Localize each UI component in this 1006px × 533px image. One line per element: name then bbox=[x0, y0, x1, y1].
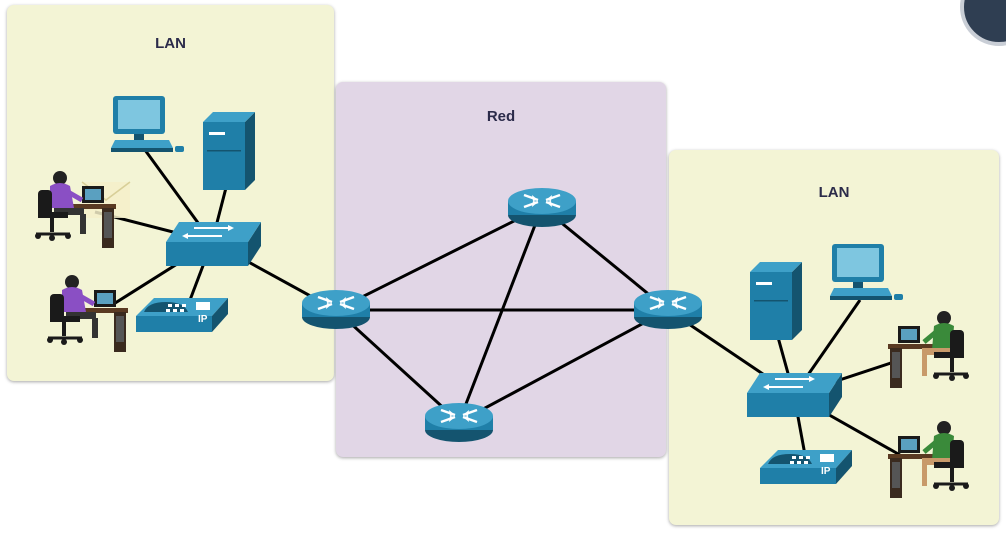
router-icon bbox=[506, 186, 578, 229]
person-at-desk-icon bbox=[888, 421, 969, 498]
link-router-left-bottom bbox=[334, 308, 461, 424]
ip-phone-icon bbox=[136, 298, 228, 332]
person-at-desk-icon bbox=[47, 275, 128, 352]
link-router-right-bottom bbox=[458, 308, 669, 424]
router-icon bbox=[423, 401, 495, 444]
switch-icon bbox=[165, 221, 262, 267]
ip-phone-label: IP bbox=[821, 466, 831, 477]
server-icon bbox=[750, 262, 802, 340]
network-zone: Red bbox=[336, 82, 666, 457]
network-label: Red bbox=[486, 108, 516, 125]
router-icon bbox=[632, 288, 704, 331]
ip-phone-icon bbox=[760, 450, 852, 484]
ip-phone-label: IP bbox=[198, 314, 208, 325]
person-at-desk-icon bbox=[888, 311, 969, 388]
link-router-left-top bbox=[335, 205, 543, 312]
server-icon bbox=[203, 112, 255, 190]
link-router-top-bottom bbox=[457, 206, 544, 423]
pc-icon bbox=[830, 244, 903, 300]
lan-right-label: LAN bbox=[818, 184, 850, 201]
router-icon bbox=[300, 288, 372, 331]
lan-left-label: LAN bbox=[155, 35, 186, 52]
switch-icon bbox=[746, 372, 843, 418]
pc-icon bbox=[111, 96, 184, 152]
